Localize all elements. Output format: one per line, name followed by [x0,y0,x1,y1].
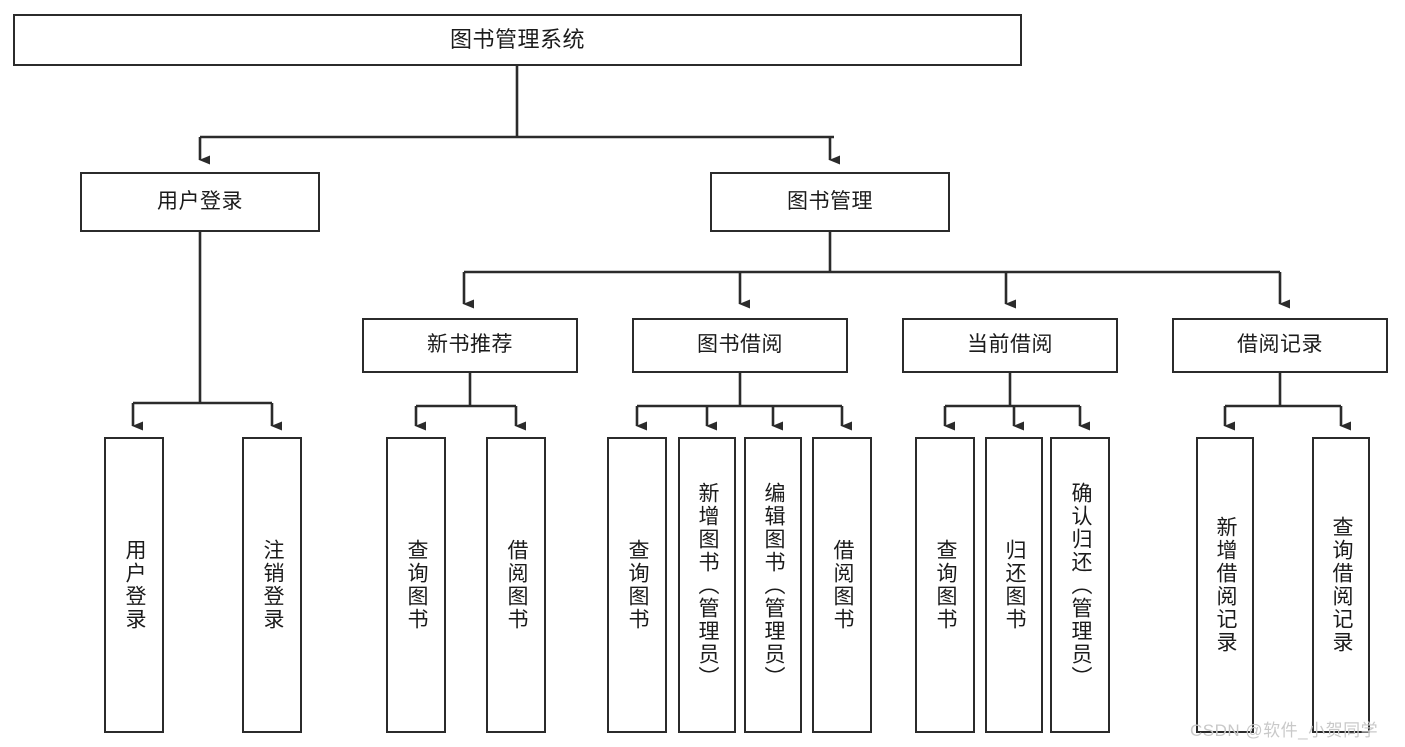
watermark-text: CSDN @软件_小贺同学 [1190,721,1379,740]
node-leaf-user-login[interactable]: 用户登录 [104,437,164,733]
node-leaf-edit-book[interactable]: 编辑图书（管理员） [744,437,802,733]
node-label: 确认归还（管理员） [1069,481,1093,689]
node-leaf-add-book[interactable]: 新增图书（管理员） [678,437,736,733]
node-leaf-query-book-3[interactable]: 查询图书 [915,437,975,733]
node-leaf-borrow-book-2[interactable]: 借阅图书 [812,437,872,733]
node-label: 新增借阅记录 [1214,516,1238,654]
node-label: 借阅图书 [831,539,855,631]
node-current-borrow[interactable]: 当前借阅 [902,318,1118,373]
node-label: 注销登录 [261,539,285,631]
node-label: 查询图书 [934,539,958,631]
node-label: 归还图书 [1003,539,1027,631]
node-label: 图书管理 [787,189,873,213]
node-leaf-confirm-return[interactable]: 确认归还（管理员） [1050,437,1110,733]
node-leaf-add-borrow-record[interactable]: 新增借阅记录 [1196,437,1254,733]
node-leaf-return-book[interactable]: 归还图书 [985,437,1043,733]
node-label: 图书管理系统 [449,27,585,53]
node-book-manage[interactable]: 图书管理 [710,172,950,232]
node-label: 查询图书 [626,539,650,631]
node-label: 编辑图书（管理员） [762,481,786,689]
node-label: 查询图书 [405,539,429,631]
node-label: 用户登录 [157,189,243,213]
node-leaf-query-book-2[interactable]: 查询图书 [607,437,667,733]
node-leaf-borrow-book-1[interactable]: 借阅图书 [486,437,546,733]
node-book-borrow[interactable]: 图书借阅 [632,318,848,373]
node-label: 图书借阅 [697,333,783,357]
node-root-system[interactable]: 图书管理系统 [13,14,1022,66]
node-label: 用户登录 [123,539,147,631]
node-user-login[interactable]: 用户登录 [80,172,320,232]
node-leaf-query-book-1[interactable]: 查询图书 [386,437,446,733]
node-leaf-query-borrow-record[interactable]: 查询借阅记录 [1312,437,1370,733]
node-leaf-user-logout[interactable]: 注销登录 [242,437,302,733]
node-label: 新书推荐 [427,333,513,357]
node-label: 新增图书（管理员） [696,481,720,689]
node-label: 查询借阅记录 [1330,516,1354,654]
node-borrow-record[interactable]: 借阅记录 [1172,318,1388,373]
node-label: 借阅图书 [505,539,529,631]
node-new-book-recommend[interactable]: 新书推荐 [362,318,578,373]
node-label: 当前借阅 [967,333,1053,357]
node-label: 借阅记录 [1237,333,1323,357]
